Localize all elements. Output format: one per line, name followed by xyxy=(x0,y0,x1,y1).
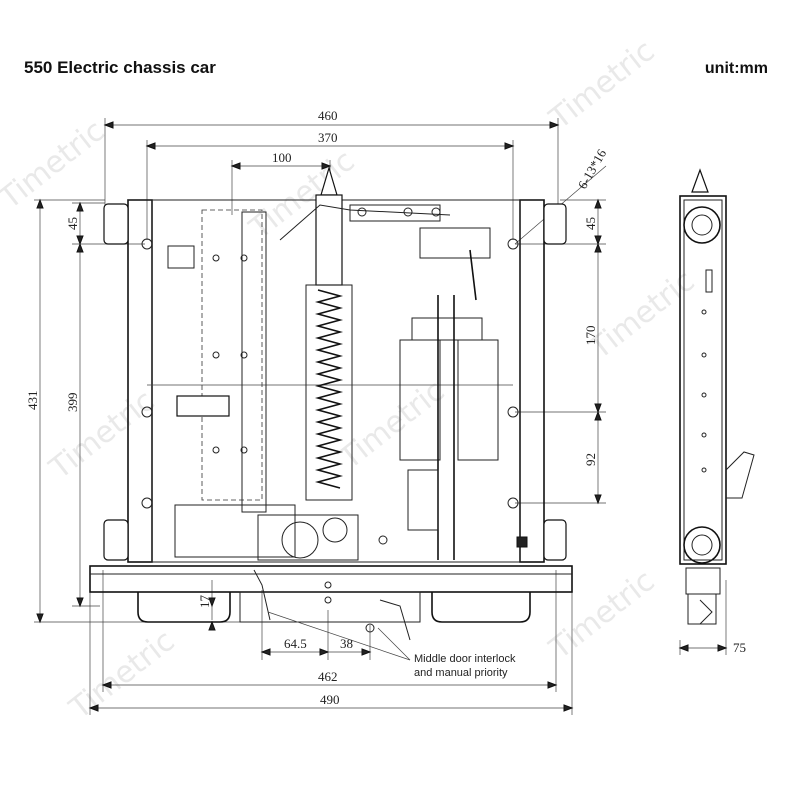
dim-100-label: 100 xyxy=(272,150,292,165)
dim-45-right-label: 45 xyxy=(583,217,598,230)
unit-label: unit:mm xyxy=(704,60,768,77)
dimension-399: 399 xyxy=(65,242,100,608)
dim-17-label: 17 xyxy=(197,595,212,609)
watermark: Timetric xyxy=(0,113,111,217)
annotation-line-1: Middle door interlock xyxy=(414,653,516,665)
dimension-45-left: 45 xyxy=(65,201,145,246)
hole-spec-label: 6-13*16 xyxy=(575,146,610,191)
dim-490-label: 490 xyxy=(320,692,340,707)
dimension-460: 460 xyxy=(103,108,560,205)
dim-92-label: 92 xyxy=(583,453,598,466)
watermark: Timetric xyxy=(333,373,452,477)
dim-45-left-label: 45 xyxy=(65,217,80,230)
dim-462-label: 462 xyxy=(318,669,338,684)
dimension-64-5: 64.5 xyxy=(260,590,330,660)
dimension-100: 100 xyxy=(230,150,332,215)
watermark: Timetric xyxy=(43,383,162,487)
dimension-170: 170 xyxy=(515,242,606,414)
dimension-462: 462 xyxy=(101,570,558,692)
watermark: Timetric xyxy=(543,563,662,667)
dim-64-5-label: 64.5 xyxy=(284,636,307,651)
dimension-92: 92 xyxy=(515,410,606,505)
interlock-annotation: Middle door interlock and manual priorit… xyxy=(267,611,516,679)
dimension-38: 38 xyxy=(328,625,372,660)
watermark: Timetric xyxy=(543,33,662,137)
watermark: Timetric xyxy=(243,143,362,247)
dimension-370: 370 xyxy=(145,130,515,240)
dim-460-label: 460 xyxy=(318,108,338,123)
front-view xyxy=(89,165,573,641)
watermark: Timetric xyxy=(63,623,182,727)
dim-370-label: 370 xyxy=(318,130,338,145)
dimension-17: 17 xyxy=(197,580,216,631)
dimension-490: 490 xyxy=(88,580,574,715)
dim-399-label: 399 xyxy=(65,393,80,413)
dim-75-label: 75 xyxy=(733,640,746,655)
dim-431-label: 431 xyxy=(25,391,40,411)
page-title: 550 Electric chassis car xyxy=(24,58,216,77)
dim-170-label: 170 xyxy=(583,326,598,346)
side-view: 75 xyxy=(678,168,755,655)
annotation-line-2: and manual priority xyxy=(414,667,508,679)
